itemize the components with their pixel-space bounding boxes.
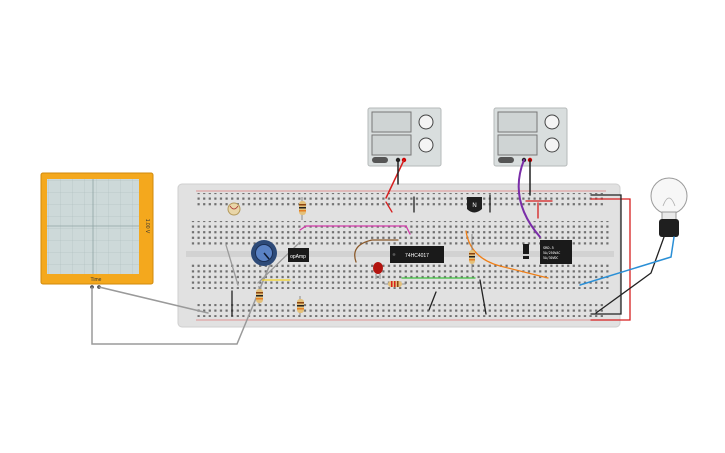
transistor[interactable]: N (467, 197, 482, 213)
oscilloscope-time-label: Time (91, 277, 102, 283)
relay-label-2: 5A/250VAC (543, 251, 560, 255)
wire-magenta[interactable] (299, 225, 411, 235)
wire-red-short[interactable] (385, 201, 393, 213)
power-supply-left[interactable] (367, 107, 442, 167)
top-power-rail[interactable] (196, 193, 606, 206)
resistor-lower-1[interactable] (256, 286, 263, 306)
transistor-label: N (472, 203, 476, 209)
resistor-top[interactable] (299, 197, 306, 220)
counter-ic-label: 74HC4017 (405, 253, 429, 259)
light-bulb[interactable] (650, 177, 688, 237)
wire-scope-ground[interactable] (98, 286, 209, 314)
relay[interactable]: SRD-5 5A/250VAC 5A/30VDC (540, 240, 572, 264)
wire-bulb-blue[interactable] (579, 236, 675, 286)
opamp-ic[interactable]: opAmp (288, 248, 309, 262)
oscilloscope-scale-label: 1.00 V (144, 219, 150, 234)
photoresistor[interactable] (227, 202, 241, 216)
current-knob[interactable] (418, 137, 434, 153)
power-switch[interactable] (498, 157, 514, 163)
potentiometer[interactable] (251, 240, 277, 266)
opamp-label: opAmp (290, 254, 306, 260)
counter-ic[interactable]: 74HC4017 (390, 246, 444, 263)
current-knob[interactable] (544, 137, 560, 153)
wire-orange[interactable] (465, 230, 549, 279)
wire-supply-right-purple[interactable] (517, 159, 541, 238)
bottom-power-rail[interactable] (196, 304, 606, 317)
wire-bulb-black[interactable] (595, 236, 665, 314)
resistor-led[interactable] (384, 281, 406, 287)
wire-grey-left[interactable] (225, 244, 239, 286)
wires[interactable] (91, 159, 675, 345)
wire-rail-black-right[interactable] (590, 194, 622, 315)
wire-rail-red-right[interactable] (590, 198, 631, 321)
power-switch[interactable] (372, 157, 388, 163)
relay-label-1: SRD-5 (543, 246, 554, 250)
wire-black-3[interactable] (479, 279, 487, 315)
power-supply-right[interactable] (493, 107, 568, 167)
wire-supply-left-red[interactable] (385, 159, 405, 199)
wire-scope-probe[interactable] (91, 261, 272, 345)
voltage-knob[interactable] (544, 114, 560, 130)
relay-label-3: 5A/30VDC (543, 256, 558, 260)
oscilloscope[interactable]: 1.00 V Time (40, 172, 154, 289)
wire-brown[interactable] (354, 239, 399, 263)
led-red[interactable] (373, 262, 383, 279)
resistor-lower-2[interactable] (297, 296, 304, 316)
voltage-knob[interactable] (418, 114, 434, 130)
resistor-vertical-mid[interactable] (469, 234, 475, 272)
bulb-socket (659, 219, 679, 237)
diode[interactable] (523, 244, 529, 259)
wire-black-4[interactable] (428, 291, 437, 311)
